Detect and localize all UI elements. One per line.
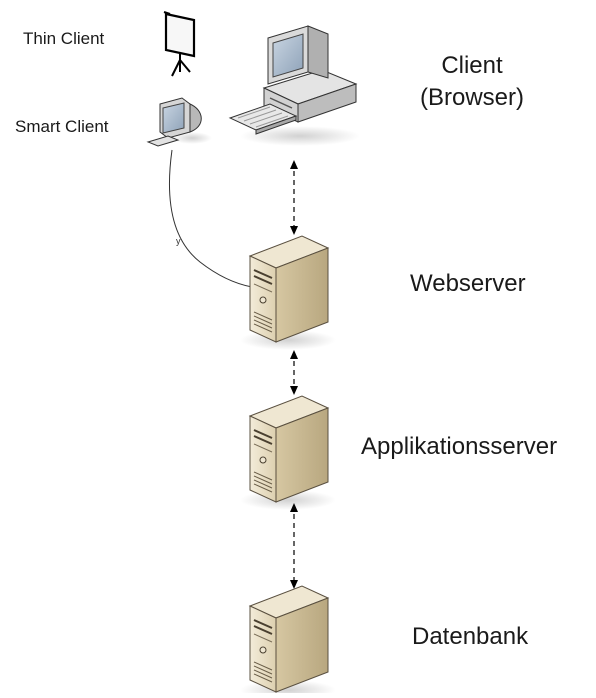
webserver-icon [239, 235, 337, 351]
appserver-icon [239, 395, 337, 511]
connector-client-webserver [290, 160, 298, 235]
connector-mark: y [176, 236, 181, 246]
client-label-line1: Client [441, 52, 503, 79]
connector-appserver-database [290, 503, 298, 589]
database-server-icon [239, 585, 337, 698]
database-label: Datenbank [412, 623, 529, 650]
thin-client-label: Thin Client [23, 29, 105, 48]
client-label-line2: (Browser) [419, 84, 524, 111]
client-browser-label: Client (Browser) [402, 50, 542, 114]
connector-smart-client-webserver [168, 149, 253, 288]
smart-client-icon [146, 97, 212, 147]
appserver-label: Applikationsserver [361, 433, 558, 460]
client-pc-icon [228, 25, 360, 146]
smart-client-label: Smart Client [15, 117, 109, 136]
webserver-label: Webserver [410, 270, 526, 297]
thin-client-icon [163, 11, 196, 77]
connector-webserver-appserver [290, 350, 298, 395]
